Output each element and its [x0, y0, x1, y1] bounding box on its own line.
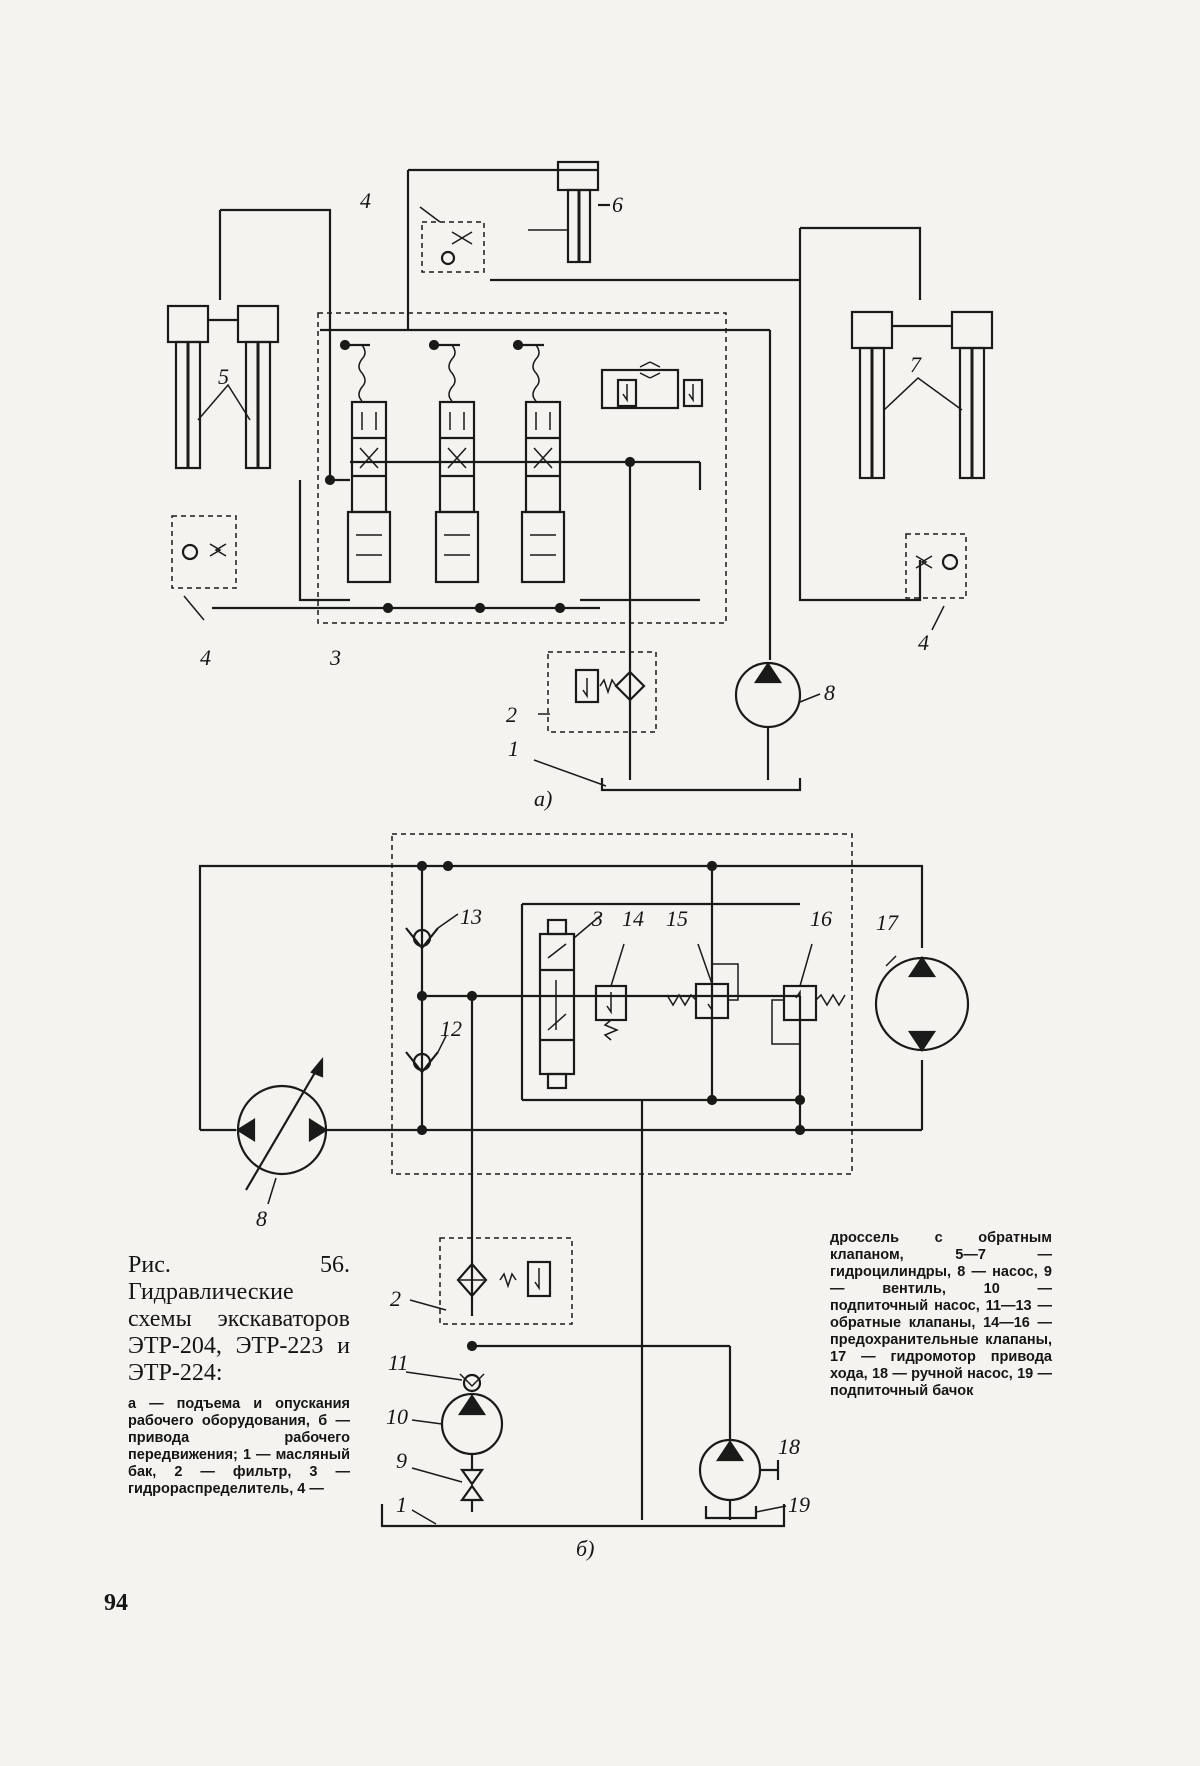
pump-8-a: [734, 661, 821, 780]
label-check-13: 13: [460, 904, 482, 929]
label-check-12: 12: [440, 1016, 462, 1041]
label-hand-pump-18: 18: [778, 1434, 800, 1459]
check-valve-12: [405, 1035, 447, 1074]
label-distributor-b: 3: [591, 906, 603, 931]
hand-pump-18: [698, 1438, 780, 1520]
label-feed-pump-10: 10: [386, 1404, 408, 1429]
distributor-housing-a: [317, 312, 727, 624]
labels-b: 13 3 14 15 16 17 12 8 2 11 10 9 1 18 19 …: [256, 904, 899, 1561]
scheme-a-sublabel: а): [534, 786, 552, 811]
cylinders-5: [166, 304, 280, 470]
label-pump-b: 8: [256, 1206, 267, 1231]
label-relief-16: 16: [810, 906, 832, 931]
cylinder-6: [528, 160, 610, 264]
relief-valve-15: [666, 943, 739, 1020]
label-throttle-right: 4: [918, 630, 929, 655]
scheme-a: [166, 160, 994, 792]
spool-valves: [339, 339, 566, 584]
pipelines-b: [198, 860, 924, 1480]
figure-caption: Рис. 56. Гидравлические схемы экскаватор…: [128, 1252, 350, 1387]
label-valve-9: 9: [396, 1448, 407, 1473]
pipelines-a: [212, 168, 922, 780]
cylinders-7: [850, 310, 994, 480]
label-relief-15: 15: [666, 906, 688, 931]
scheme-b: [198, 833, 970, 1528]
spool-valve-3: [512, 339, 566, 584]
tank-1-a: [533, 759, 802, 792]
spool-valve-1: [339, 339, 392, 584]
labels-a: 4 6 5 7 4 3 4 2 1 8 а): [200, 188, 929, 811]
throttle-4-left: [171, 515, 237, 621]
figure-legend-left: а — подъема и опускания рабочего оборудо…: [128, 1396, 350, 1497]
relief-valve-16: [771, 943, 846, 1045]
figure-caption-title: Рис. 56. Гидравлические схемы экскаватор…: [128, 1252, 350, 1386]
throttle-4-top: [419, 206, 485, 273]
label-feed-tank-19: 19: [788, 1492, 810, 1517]
label-distributor-a: 3: [329, 645, 341, 670]
filter-2-a: [538, 651, 657, 733]
tank-1-b: [380, 1480, 786, 1528]
hydromotor-17: [874, 955, 970, 1052]
label-throttle-top: 4: [360, 188, 371, 213]
label-cylinder-6: 6: [612, 192, 623, 217]
relief-valves-a: [600, 361, 704, 410]
distributor-3-b: [538, 915, 601, 1090]
label-pump-a: 8: [824, 680, 835, 705]
filter-2-b: [409, 1237, 573, 1325]
check-valve-11: [405, 1371, 485, 1393]
throttle-4-right: [905, 533, 967, 631]
label-tank-a: 1: [508, 736, 519, 761]
label-check-11: 11: [388, 1350, 408, 1375]
relief-valve-14: [594, 943, 628, 1041]
label-filter-a: 2: [506, 702, 517, 727]
label-motor-17: 17: [876, 910, 899, 935]
feed-tank-19: [704, 1505, 787, 1520]
valve-9: [411, 1454, 485, 1512]
label-relief-14: 14: [622, 906, 644, 931]
pump-8-b: [235, 1056, 329, 1205]
page-number: 94: [104, 1590, 128, 1616]
check-valve-13: [405, 913, 459, 950]
figure-legend-right: дроссель с обратным клапаном, 5—7 — гидр…: [830, 1230, 1052, 1399]
hydraulic-block-b: [391, 833, 853, 1175]
label-cylinders-5: 5: [218, 364, 229, 389]
label-filter-b: 2: [390, 1286, 401, 1311]
spool-valve-2: [428, 339, 480, 584]
scheme-b-sublabel: б): [576, 1536, 594, 1561]
label-cylinders-7: 7: [910, 352, 922, 377]
label-throttle-left: 4: [200, 645, 211, 670]
label-tank-b: 1: [396, 1492, 407, 1517]
feed-pump-10: [411, 1392, 504, 1456]
